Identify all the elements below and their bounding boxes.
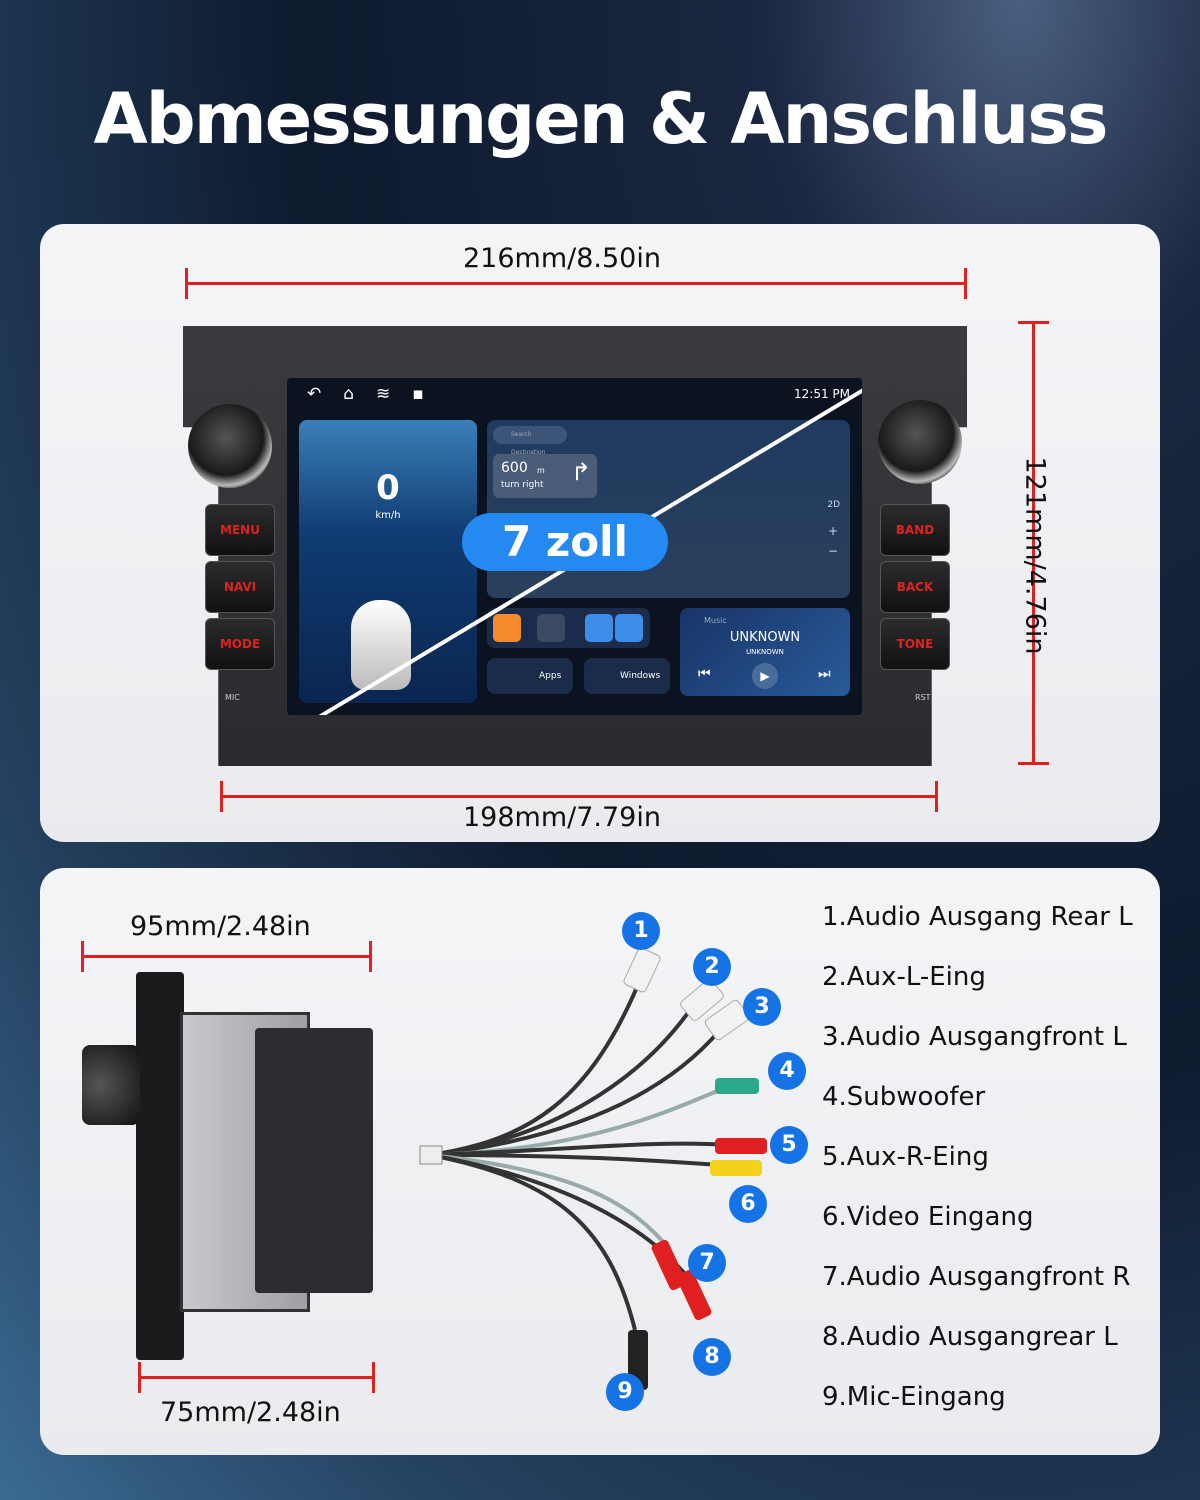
distance-value: 600: [501, 460, 528, 476]
connector-item-2: 2.Aux-L-Eing: [822, 962, 986, 992]
zoom-in-button[interactable]: +: [827, 524, 838, 538]
width-top-label: 216mm/8.50in: [463, 243, 661, 274]
connector-item-6: 6.Video Eingang: [822, 1202, 1034, 1232]
status-time: 12:51 PM: [794, 387, 850, 401]
video-play-icon[interactable]: [585, 614, 613, 642]
mic-label: MIC: [225, 693, 240, 702]
rca-white-1: [623, 947, 661, 993]
music-label: Music: [704, 616, 727, 625]
connector-badge-8: 8: [693, 1338, 731, 1376]
menu-button[interactable]: MENU: [205, 504, 275, 556]
rca-green: [715, 1078, 759, 1094]
wire-9: [429, 1153, 637, 1331]
connector-item-7: 7.Audio Ausgangfront R: [822, 1262, 1131, 1292]
car-image: [351, 600, 411, 690]
harness-plug: [419, 1145, 443, 1165]
height-label: 121mm/4.76in: [1019, 456, 1051, 655]
width-top-line: [185, 268, 967, 299]
connector-badge-6: 6: [729, 1185, 767, 1223]
gallery-icon[interactable]: [615, 614, 643, 642]
connector-badge-1: 1: [622, 912, 660, 950]
windows-button[interactable]: Windows: [584, 658, 670, 694]
connector-badge-4: 4: [768, 1052, 806, 1090]
rca-red-8: [676, 1269, 712, 1321]
page-title: Abmessungen & Anschluss: [93, 78, 1108, 160]
depth-top-line: [81, 941, 372, 972]
play-icon[interactable]: ▶: [752, 663, 778, 689]
connector-item-8: 8.Audio Ausgangrear L: [822, 1322, 1118, 1352]
tone-button[interactable]: TONE: [880, 618, 950, 670]
band-button[interactable]: BAND: [880, 504, 950, 556]
size-badge: 7 zoll: [462, 513, 668, 571]
side-bracket: [255, 1028, 373, 1293]
direction-text: turn right: [501, 480, 544, 490]
connector-item-5: 5.Aux-R-Eing: [822, 1142, 989, 1172]
zoom-out-button[interactable]: −: [827, 544, 838, 558]
connector-item-3: 3.Audio Ausgangfront L: [822, 1022, 1127, 1052]
rca-white-2: [680, 979, 724, 1021]
connector-item-1: 1.Audio Ausgang Rear L: [822, 902, 1133, 932]
rca-red-5: [715, 1138, 767, 1154]
side-knob: [82, 1045, 140, 1125]
back-button[interactable]: BACK: [880, 561, 950, 613]
equalizer-icon[interactable]: [493, 614, 521, 642]
track-title: UNKNOWN: [729, 630, 801, 645]
width-bottom-label: 198mm/7.79in: [463, 802, 661, 833]
connector-badge-2: 2: [693, 948, 731, 986]
side-front-panel: [136, 972, 184, 1360]
connector-item-4: 4.Subwoofer: [822, 1082, 986, 1112]
wire-3: [429, 1028, 722, 1157]
speed-value: 0: [376, 468, 400, 508]
turn-card: 600 m turn right ↱: [493, 454, 597, 498]
connector-badge-9: 9: [606, 1373, 644, 1411]
volume-knob[interactable]: [188, 404, 272, 488]
width-bottom-line: [220, 781, 938, 812]
map-mode-button[interactable]: 2D: [827, 500, 840, 510]
speed-card: 0 km/h: [299, 420, 477, 703]
speed-unit: km/h: [375, 510, 401, 521]
connector-badge-5: 5: [770, 1126, 808, 1164]
nav-bar-icons[interactable]: ↶⌂≋▪: [307, 384, 446, 404]
next-icon[interactable]: ⏭: [818, 666, 831, 682]
depth-bottom-line: [138, 1362, 375, 1393]
rst-label: RST: [915, 693, 931, 702]
connector-badge-7: 7: [688, 1244, 726, 1282]
turn-right-icon: ↱: [571, 458, 592, 486]
wire-8: [429, 1153, 692, 1282]
wire-6: [429, 1153, 721, 1167]
track-artist: UNKNOWN: [746, 648, 784, 656]
wire-2: [429, 1008, 692, 1157]
wiring-harness: [419, 947, 767, 1390]
depth-bottom-label: 75mm/2.48in: [160, 1397, 341, 1428]
quick-apps: [487, 608, 650, 648]
music-widget: Music UNKNOWN UNKNOWN ⏮ ▶ ⏭: [680, 608, 850, 696]
connector-item-9: 9.Mic-Eingang: [822, 1382, 1006, 1412]
tuning-knob[interactable]: [878, 400, 962, 484]
connector-badge-3: 3: [743, 988, 781, 1026]
height-line: [1018, 321, 1049, 765]
distance-unit: m: [537, 466, 545, 475]
wire-7: [429, 1153, 672, 1252]
search-destination-input[interactable]: Search Destination: [493, 426, 567, 456]
music-note-icon[interactable]: [537, 614, 565, 642]
wire-5: [429, 1141, 731, 1157]
mode-button[interactable]: MODE: [205, 618, 275, 670]
apps-button[interactable]: Apps: [487, 658, 573, 694]
depth-top-label: 95mm/2.48in: [130, 911, 311, 942]
navi-button[interactable]: NAVI: [205, 561, 275, 613]
rca-yellow: [710, 1160, 762, 1176]
previous-icon[interactable]: ⏮: [698, 666, 711, 682]
